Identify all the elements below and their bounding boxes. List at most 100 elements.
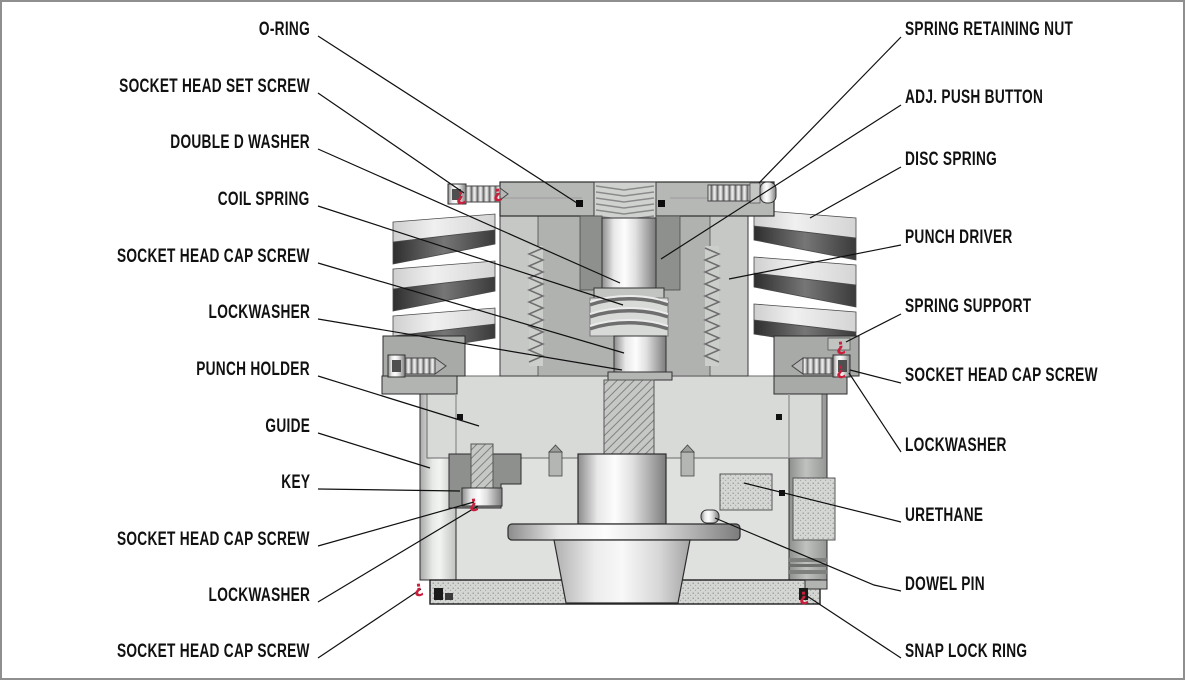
callout-hook-icon: ¿	[797, 585, 810, 606]
punch-flange	[507, 523, 741, 541]
leader-snap-lock-ring	[806, 595, 902, 659]
leader-socket-head-set-screw	[317, 92, 465, 194]
dowel-pin-part	[700, 509, 720, 524]
callout-hooks: ¿ ¿ ¿ ¿ ¿ ¿ ¿	[412, 182, 847, 606]
center-screw-shank	[603, 379, 655, 455]
hex-socket	[838, 360, 847, 372]
adj-screw-threads	[707, 184, 751, 202]
part-label-key: KEY	[280, 472, 310, 493]
leader-spring-support	[845, 313, 902, 343]
snap-lock-ring-left	[434, 588, 443, 600]
body-threads-right	[703, 247, 721, 363]
part-label-coil-spring: COIL SPRING	[218, 189, 310, 210]
part-label-socket-head-cap-screw-right: SOCKET HEAD CAP SCREW	[905, 365, 1098, 386]
button-sleeve	[655, 215, 681, 291]
screw-threads	[802, 357, 834, 375]
callout-hook-icon: ¿	[412, 577, 425, 598]
screw-tip	[434, 357, 447, 375]
o-ring-dot	[776, 414, 782, 420]
hex-socket	[452, 189, 461, 200]
leader-lines	[317, 35, 902, 659]
retainer-studs	[548, 444, 695, 477]
center-stack	[579, 181, 681, 455]
leader-guide	[317, 432, 431, 469]
leader-coil-spring	[317, 205, 624, 306]
leader-lockwasher-bottom	[317, 505, 479, 603]
part-label-lockwasher-right: LOCKWASHER	[905, 435, 1007, 456]
part-label-punch-holder: PUNCH HOLDER	[196, 359, 310, 380]
adj-push-button-part	[707, 181, 777, 204]
callout-hook-icon: ¿	[834, 335, 847, 356]
coil-spring-part	[589, 295, 669, 337]
part-label-punch-driver: PUNCH DRIVER	[905, 227, 1013, 248]
urethane-part	[700, 473, 836, 541]
part-label-lockwasher-top: LOCKWASHER	[208, 302, 310, 323]
leader-lockwasher-right	[848, 372, 902, 453]
hex-socket	[392, 360, 401, 372]
key-part	[448, 443, 522, 509]
urethane-outer-block	[792, 477, 836, 541]
leader-socket-head-cap-screw-top	[317, 262, 625, 354]
part-label-socket-head-cap-screw-top: SOCKET HEAD CAP SCREW	[117, 246, 310, 267]
part-label-socket-head-cap-screw-mid: SOCKET HEAD CAP SCREW	[117, 529, 310, 550]
spring-support-left	[382, 335, 466, 378]
leader-socket-head-cap-screw-right	[849, 369, 902, 384]
part-label-guide: GUIDE	[265, 416, 310, 437]
leader-double-d-washer	[317, 148, 621, 284]
punch-foot	[553, 539, 691, 604]
o-ring-section	[576, 200, 583, 207]
button-sleeve	[579, 215, 603, 291]
part-label-adj-push-button: ADJ. PUSH BUTTON	[905, 87, 1044, 108]
leader-punch-driver	[728, 244, 902, 280]
snap-lock-ring-right	[799, 588, 808, 600]
part-label-dowel-pin: DOWEL PIN	[905, 574, 985, 595]
leader-disc-spring	[809, 166, 902, 219]
leader-urethane	[743, 482, 902, 523]
punch-holder-left-flange	[381, 375, 458, 395]
leader-socket-head-cap-screw-mid	[317, 501, 475, 547]
part-label-double-d-washer: DOUBLE D WASHER	[170, 132, 310, 153]
body-threads-left	[527, 247, 545, 363]
guide-corner-step	[804, 579, 828, 590]
spring-support-notch	[827, 337, 851, 351]
part-label-lockwasher-bottom: LOCKWASHER	[208, 585, 310, 606]
center-cap-screw-head	[613, 335, 667, 373]
o-ring-dot	[457, 414, 463, 420]
part-label-socket-head-set-screw: SOCKET HEAD SET SCREW	[119, 76, 310, 97]
part-label-o-ring: O-RING	[258, 19, 310, 40]
snap-ring-groove	[789, 564, 827, 567]
key-screw-head	[461, 487, 503, 507]
leader-socket-head-cap-screw-bottom	[317, 588, 422, 659]
part-label-spring-support: SPRING SUPPORT	[905, 296, 1032, 317]
disc-spring-right	[753, 209, 857, 351]
leader-dowel-pin	[714, 517, 902, 592]
snap-ring-groove	[789, 570, 827, 574]
o-ring-section	[658, 200, 665, 207]
urethane-inner-block	[719, 473, 773, 511]
callout-hook-icon: ¿	[834, 359, 847, 380]
part-label-urethane: URETHANE	[905, 505, 984, 526]
leader-punch-holder	[317, 375, 480, 427]
spring-support-right	[773, 335, 860, 378]
part-label-disc-spring: DISC SPRING	[905, 149, 998, 170]
callout-hook-icon: ¿	[491, 182, 504, 203]
socket-head-set-screw-part	[447, 183, 509, 205]
punch-shank	[577, 453, 667, 525]
key-screw-shank	[470, 443, 494, 489]
leader-lockwasher-top	[317, 318, 623, 371]
push-button	[759, 181, 777, 204]
leader-o-ring	[317, 35, 578, 204]
leader-spring-retaining-nut	[758, 36, 902, 184]
leader-adj-push-button	[660, 104, 902, 260]
leader-key	[317, 488, 461, 492]
part-label-socket-head-cap-screw-bottom: SOCKET HEAD CAP SCREW	[117, 641, 310, 662]
punch-part	[507, 453, 741, 604]
screw-threads	[404, 357, 436, 375]
part-label-snap-lock-ring: SNAP LOCK RING	[905, 641, 1028, 662]
snap-ring-groove	[789, 558, 827, 562]
callout-hook-icon: ¿	[454, 185, 467, 206]
callout-hook-icon: ¿	[467, 492, 480, 513]
part-label-spring-retaining-nut: SPRING RETAINING NUT	[905, 19, 1074, 40]
